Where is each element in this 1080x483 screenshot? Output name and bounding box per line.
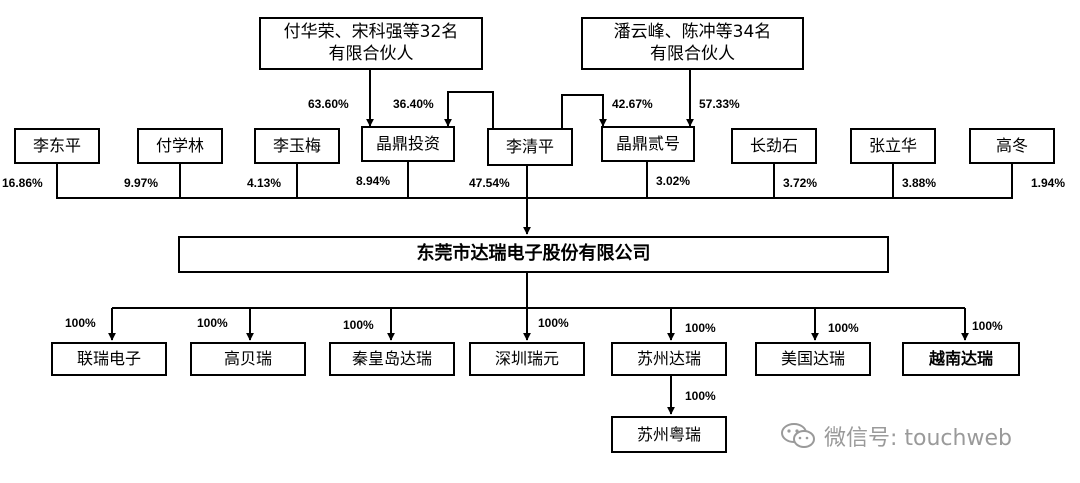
shareholder-changjinshi: 长劲石 <box>731 128 817 164</box>
partnership-left-line2: 有限合伙人 <box>328 43 414 64</box>
shareholder-jingding-touzi: 晶鼎投资 <box>361 126 455 162</box>
pct-suzhou-yue: 100% <box>685 389 716 403</box>
arrow-li-qingping-to-jingding-erhao <box>561 94 607 128</box>
pct-left-group-to-jingding-touzi: 63.60% <box>308 97 349 111</box>
shareholder-label: 晶鼎投资 <box>375 134 440 153</box>
pct-lianrui: 100% <box>65 316 96 330</box>
pct-gao-dong: 1.94% <box>1031 176 1066 190</box>
partnership-right-line1: 潘云峰、陈冲等34名 <box>613 22 772 43</box>
subsidiary-suzhou: 苏州达瑞 <box>611 342 727 376</box>
pct-li-dongping: 16.86% <box>2 176 43 190</box>
company-name: 东莞市达瑞电子股份有限公司 <box>416 243 651 265</box>
shareholder-jingding-erhao: 晶鼎贰号 <box>601 126 695 162</box>
pct-jingding-erhao: 3.02% <box>656 174 691 188</box>
pct-li-qingping-to-jingding-touzi: 36.40% <box>393 97 434 111</box>
pct-vietnam: 100% <box>972 319 1003 333</box>
subsidiary-vietnam: 越南达瑞 <box>902 342 1020 376</box>
shareholder-li-qingping: 李清平 <box>487 128 573 166</box>
subsidiary-usa: 美国达瑞 <box>755 342 871 376</box>
pct-shenzhen: 100% <box>538 316 569 330</box>
shareholder-label: 李玉梅 <box>272 136 321 155</box>
shareholder-label: 高冬 <box>995 136 1028 155</box>
subsidiary-label: 苏州粤瑞 <box>636 424 701 444</box>
shareholder-label: 李清平 <box>505 137 554 156</box>
subsidiary-label: 越南达瑞 <box>928 349 993 368</box>
wechat-icon <box>781 423 815 448</box>
subsidiary-label: 苏州达瑞 <box>636 349 701 368</box>
subsidiary-label: 高贝瑞 <box>223 349 272 368</box>
shareholder-zhang-lihua: 张立华 <box>850 128 936 164</box>
shareholder-label: 张立华 <box>868 136 917 155</box>
arrow-li-qingping-to-jingding-touzi <box>444 91 494 128</box>
subsidiary-label: 美国达瑞 <box>780 349 845 368</box>
shareholder-label: 付学林 <box>155 136 204 155</box>
pct-zhang-lihua: 3.88% <box>902 176 937 190</box>
shareholder-label: 长劲石 <box>749 136 798 155</box>
subsidiary-shenzhen: 深圳瑞元 <box>469 342 585 376</box>
shareholder-label: 晶鼎贰号 <box>615 134 680 153</box>
shareholder-fu-xuelin: 付学林 <box>137 128 223 164</box>
pct-qinhuangdao: 100% <box>343 318 374 332</box>
shareholder-label: 李东平 <box>32 136 81 155</box>
partnership-right-line2: 有限合伙人 <box>650 43 735 64</box>
pct-li-yumei: 4.13% <box>247 176 282 190</box>
pct-suzhou: 100% <box>685 321 716 335</box>
subsidiary-label: 秦皇岛达瑞 <box>351 349 432 368</box>
pct-jingding-touzi: 8.94% <box>356 174 391 188</box>
subsidiary-label: 深圳瑞元 <box>494 349 559 368</box>
partnership-box-left: 付华荣、宋科强等32名 有限合伙人 <box>259 17 483 70</box>
subsidiary-gaobei: 高贝瑞 <box>190 342 306 376</box>
shareholder-li-dongping: 李东平 <box>14 128 100 164</box>
pct-changjinshi: 3.72% <box>783 176 818 190</box>
shareholder-li-yumei: 李玉梅 <box>254 128 340 164</box>
wechat-watermark: 微信号: touchweb <box>780 418 1070 454</box>
pct-li-qingping-to-jingding-erhao: 42.67% <box>612 97 653 111</box>
pct-li-qingping: 47.54% <box>469 176 510 190</box>
subsidiary-lianrui: 联瑞电子 <box>51 342 167 376</box>
pct-usa: 100% <box>828 321 859 335</box>
subsidiary-suzhou-yue: 苏州粤瑞 <box>611 416 727 453</box>
pct-right-group-to-jingding-erhao: 57.33% <box>699 97 740 111</box>
watermark-text: 微信号: touchweb <box>824 426 1012 451</box>
subsidiary-qinhuangdao: 秦皇岛达瑞 <box>329 342 455 376</box>
partnership-left-line1: 付华荣、宋科强等32名 <box>283 22 459 43</box>
company-box: 东莞市达瑞电子股份有限公司 <box>178 236 889 273</box>
pct-fu-xuelin: 9.97% <box>124 176 159 190</box>
subsidiary-label: 联瑞电子 <box>76 349 141 368</box>
shareholder-gao-dong: 高冬 <box>969 128 1055 164</box>
pct-gaobei: 100% <box>197 316 228 330</box>
partnership-box-right: 潘云峰、陈冲等34名 有限合伙人 <box>581 17 804 70</box>
